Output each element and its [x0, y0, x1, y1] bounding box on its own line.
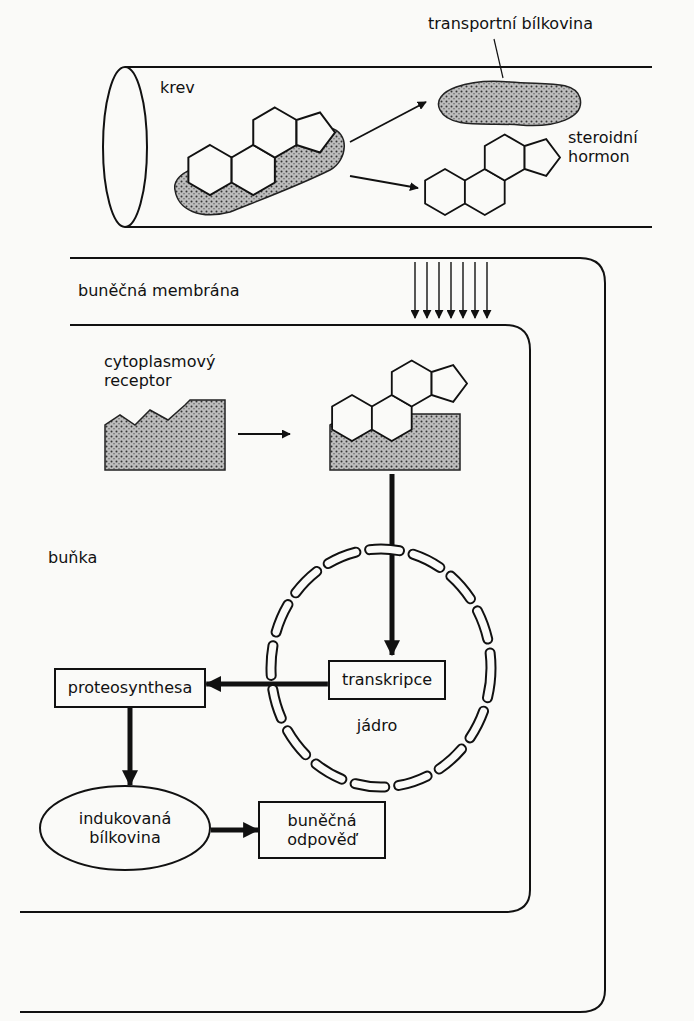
process-box: proteosynthesa — [54, 668, 206, 707]
leader-line — [494, 39, 503, 78]
translocation-arrow — [390, 474, 395, 655]
protein-ellipse: indukovaná bílkovina — [39, 785, 211, 871]
dissociation-arrow — [350, 176, 418, 188]
node-text: transkripce — [342, 670, 432, 689]
passage-arrow — [438, 262, 439, 318]
membrane-passage — [415, 262, 487, 318]
flow-arrow — [211, 828, 258, 833]
node-text: jádro — [357, 716, 397, 735]
passage-arrow — [426, 262, 427, 318]
passage-arrow — [414, 262, 415, 318]
bound-complex — [175, 108, 345, 215]
dissociation-arrow — [350, 102, 426, 142]
response-box: buněčná odpověď — [258, 801, 386, 859]
passage-arrow — [462, 262, 463, 318]
binding-arrow — [238, 433, 290, 435]
membrane-inner — [20, 325, 530, 912]
passage-arrow — [486, 262, 487, 318]
membrane-outer — [20, 258, 605, 1012]
part-label: steroidní hormon — [568, 128, 660, 166]
region-label: buněčná membrána — [78, 281, 240, 300]
steroid-molecule — [188, 108, 335, 196]
ellipse-shape — [40, 786, 210, 870]
flow-arrow — [206, 682, 328, 687]
process-box: transkripce — [328, 660, 446, 699]
nucleus-segment-outline — [271, 549, 491, 787]
region-label: buňka — [48, 548, 97, 567]
nucleus-segment-fill — [271, 549, 491, 787]
nucleus: jádro transkripce — [265, 543, 497, 793]
transport-protein-shape — [438, 81, 580, 125]
steroid-molecule — [425, 135, 560, 216]
vessel-wall — [125, 67, 652, 227]
vessel-opening — [103, 67, 147, 227]
part-label: cytoplasmový receptor — [104, 352, 229, 390]
region-label: krev — [160, 78, 195, 97]
flow-arrow — [127, 708, 132, 785]
nucleus-outline — [265, 543, 497, 793]
passage-arrow — [450, 262, 451, 318]
part-label: transportní bílkovina — [428, 14, 593, 33]
receptor-shape — [105, 400, 225, 470]
steroid-molecule — [332, 361, 467, 442]
node-text: buněčná odpověď — [272, 811, 372, 849]
passage-arrow — [474, 262, 475, 318]
blood-vessel — [103, 67, 652, 227]
node-text: indukovaná bílkovina — [65, 809, 185, 847]
node-text: proteosynthesa — [68, 678, 192, 697]
ellipse-outline — [39, 785, 211, 871]
